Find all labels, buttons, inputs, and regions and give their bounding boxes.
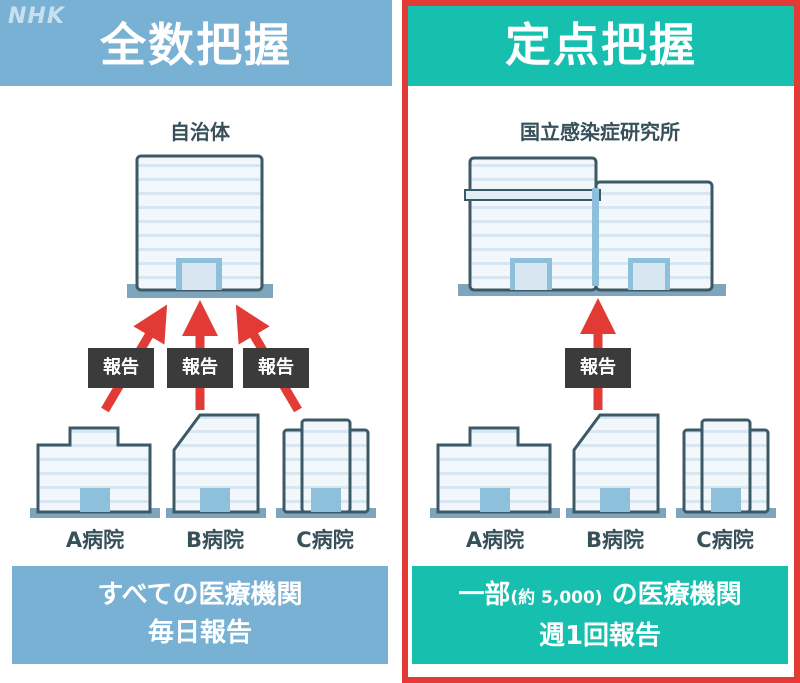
right-hospital-icons bbox=[430, 413, 776, 518]
niid-label: 国立感染症研究所 bbox=[520, 120, 680, 144]
right-summary-part1: 一部 bbox=[458, 580, 511, 610]
left-summary-box: すべての医療機関 毎日報告 bbox=[12, 566, 388, 664]
hospital-a-icon bbox=[30, 426, 160, 518]
right-hospital-c-label: C病院 bbox=[696, 528, 754, 552]
left-hospital-b-label: B病院 bbox=[185, 528, 244, 552]
right-panel-title: 定点把握 bbox=[408, 0, 794, 86]
left-hospital-icons bbox=[30, 413, 376, 518]
left-summary-line1: すべての医療機関 bbox=[97, 580, 303, 610]
left-summary-line2: 毎日報告 bbox=[147, 618, 252, 648]
report-badge-c: 報告 bbox=[243, 348, 309, 388]
hospital-b-icon bbox=[166, 413, 266, 518]
right-summary-part3: の医療機関 bbox=[611, 580, 742, 610]
hospital-c-icon bbox=[276, 418, 376, 518]
municipality-label: 自治体 bbox=[170, 120, 230, 144]
report-badge-a: 報告 bbox=[88, 348, 154, 388]
left-hospital-a-label: A病院 bbox=[65, 528, 125, 552]
left-hospital-c-label: C病院 bbox=[296, 528, 354, 552]
right-summary-line2: 週1回報告 bbox=[538, 621, 662, 651]
left-panel-title: 全数把握 bbox=[0, 0, 392, 86]
report-badge-b: 報告 bbox=[167, 348, 233, 388]
municipality-building-icon bbox=[127, 154, 273, 298]
right-summary-count: (約 5,000) bbox=[510, 588, 603, 608]
right-hospital-b-label: B病院 bbox=[585, 528, 644, 552]
report-badge-right: 報告 bbox=[565, 348, 631, 388]
right-summary-box: 一部(約 5,000) の医療機関 週1回報告 bbox=[412, 566, 788, 664]
nhk-logo: NHK bbox=[8, 4, 65, 29]
niid-building-icon bbox=[458, 156, 726, 296]
right-hospital-a-label: A病院 bbox=[465, 528, 525, 552]
